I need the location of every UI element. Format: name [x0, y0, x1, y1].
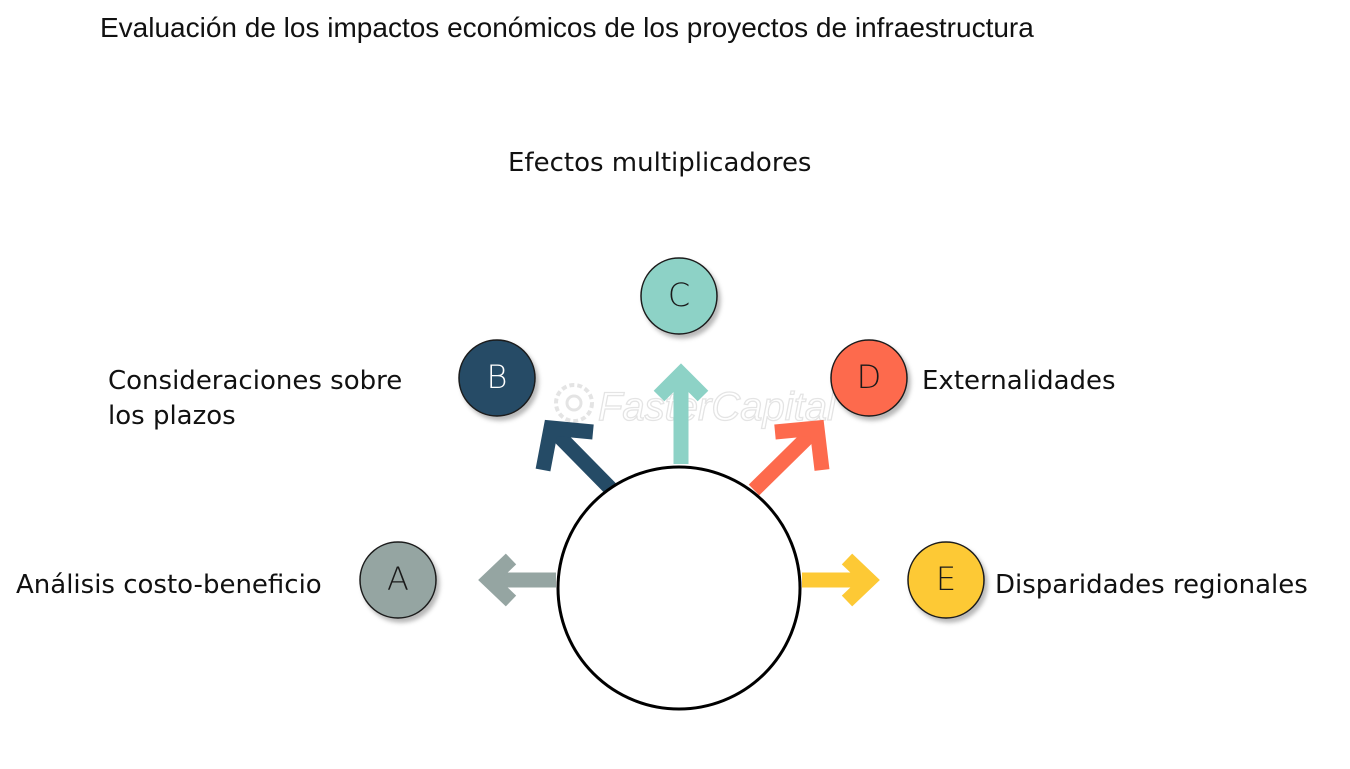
watermark: FasterCapital: [554, 383, 838, 430]
node-c: C: [640, 257, 718, 335]
arrow-c: [653, 363, 709, 464]
node-d-circle: [830, 339, 908, 417]
node-d-letter: D: [857, 358, 882, 396]
diagram-title: Evaluación de los impactos económicos de…: [100, 12, 1034, 43]
arrow-b: [535, 419, 618, 496]
label-consideraciones-line-2: los plazos: [108, 401, 236, 431]
node-b-circle: [458, 339, 536, 417]
node-a-circle: [359, 541, 437, 619]
arrow-a: [478, 553, 556, 607]
node-e-letter: E: [936, 560, 956, 598]
node-b: B: [458, 339, 536, 417]
node-c-letter: C: [668, 276, 690, 314]
node-d: D: [830, 339, 908, 417]
node-c-circle: [640, 257, 718, 335]
node-e-circle: [907, 541, 985, 619]
label-efectos-multiplicadores: Efectos multiplicadores: [508, 148, 812, 178]
arrow-e: [802, 553, 880, 607]
label-consideraciones-plazos: Consideraciones sobre los plazos: [108, 364, 402, 434]
label-externalidades: Externalidades: [922, 366, 1116, 396]
node-b-letter: B: [487, 358, 508, 396]
node-e: E: [907, 541, 985, 619]
arrow-d: [748, 419, 830, 496]
node-a: A: [359, 541, 437, 619]
label-consideraciones-line-1: Consideraciones sobre: [108, 366, 403, 396]
node-a-letter: A: [387, 560, 409, 598]
central-hub-circle: [556, 465, 802, 711]
watermark-gear-icon: [554, 383, 594, 423]
label-analisis-costo-beneficio: Análisis costo-beneficio: [16, 570, 322, 600]
label-disparidades-regionales: Disparidades regionales: [995, 570, 1308, 600]
watermark-text: FasterCapital: [598, 385, 837, 429]
